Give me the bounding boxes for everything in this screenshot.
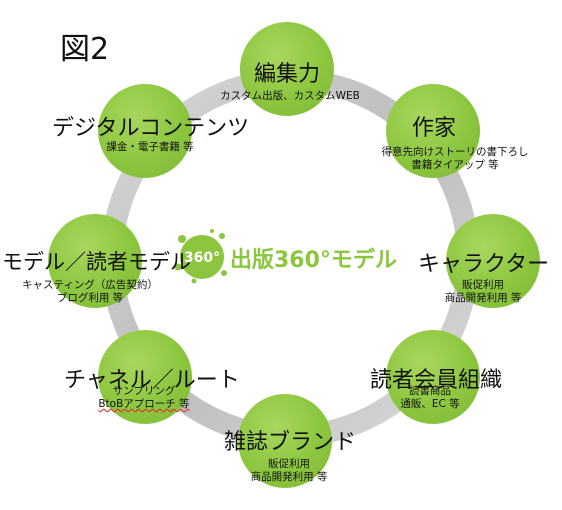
node-member-org: [386, 330, 480, 424]
node-sub-member-org: 読書商品 通販、EC 等: [400, 385, 460, 410]
node-sub-character: 販促利用 商品開発利用 等: [444, 279, 522, 304]
node-title-character: キャラクター: [418, 252, 550, 277]
node-sub-digital: 課金・電子書籍 等: [106, 141, 194, 153]
node-author: [386, 84, 480, 178]
center-logo-icon: 360°: [174, 229, 227, 284]
node-sub-editorial: カスタム出版、カスタムWEB: [220, 90, 360, 102]
node-sub-author: 得意先向けストーリの書下ろし 書籍タイアップ 等: [381, 146, 529, 171]
node-sub-magazine-brand: 販促利用 商品開発利用 等: [250, 458, 328, 483]
node-title-magazine-brand: 雑誌ブランド: [224, 430, 357, 455]
node-title-editorial: 編集力: [254, 62, 321, 87]
node-sub-model: キャスティング（広告契約） ブログ利用 等: [22, 279, 158, 304]
figure-label: 図2: [60, 32, 110, 67]
node-model: [48, 214, 142, 308]
node-title-member-org: 読者会員組織: [370, 368, 503, 393]
node-title-digital: デジタルコンテンツ: [52, 116, 250, 141]
node-title-model: モデル／読者モデル: [2, 250, 191, 274]
node-digital: [98, 84, 192, 178]
center-title: 出版360°モデル: [230, 248, 397, 273]
node-sub-channel-route: サンプリング BtoBアプローチ 等: [98, 385, 190, 410]
node-title-channel-route: チャネル／ルート: [64, 368, 240, 393]
node-channel-route: [98, 330, 192, 424]
node-magazine-brand: [238, 394, 332, 488]
node-editorial: [240, 22, 334, 116]
center-badge: 360°: [184, 250, 220, 266]
node-character: [446, 214, 540, 308]
node-title-author: 作家: [412, 116, 457, 141]
